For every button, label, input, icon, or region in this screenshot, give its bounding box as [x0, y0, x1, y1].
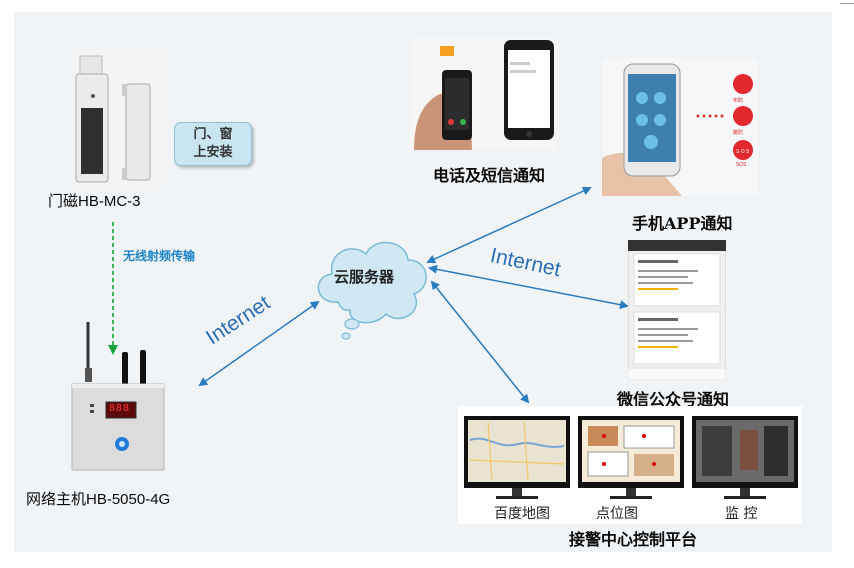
wechat-notice-photo: [627, 239, 727, 381]
alarm-center-label: 接警中心控制平台: [569, 530, 698, 549]
sos-icon: S O S: [736, 149, 750, 155]
install-note-box: 门、窗 上安装: [174, 122, 252, 166]
sos-text-label: SOS: [736, 162, 747, 168]
install-note-line1: 门、窗: [193, 127, 233, 142]
top-rule: [840, 3, 854, 4]
arm-icon: 布防: [733, 98, 744, 104]
app-notice-label: 手机APP通知: [632, 214, 733, 233]
monitor-label-floorplan: 点位图: [596, 506, 638, 522]
host-device-photo: [66, 320, 170, 476]
install-note-line2: 上安装: [193, 145, 233, 160]
cloud-phone-arrow: [426, 186, 592, 264]
monitor-label-map: 百度地图: [494, 506, 550, 522]
wechat-notice-label: 微信公众号通知: [617, 390, 730, 409]
cloud-server-label: 云服务器: [334, 268, 395, 286]
monitor-label-surveillance: 监 控: [725, 506, 758, 522]
cloud-center-arrow: [430, 280, 530, 404]
phone-sms-photo: [410, 38, 556, 150]
alarm-center-photo: [458, 406, 802, 524]
door-sensor-label: 门磁HB-MC-3: [48, 193, 141, 210]
door-sensor-photo: [70, 50, 164, 188]
app-notice-photo: [602, 58, 758, 196]
host-display-digits: 888: [109, 403, 131, 414]
cloud-server-shape: [308, 232, 432, 344]
host-cloud-arrow: [198, 300, 320, 387]
host-device-label: 网络主机HB-5050-4G: [26, 491, 171, 508]
phone-sms-label: 电话及短信通知: [433, 166, 546, 185]
disarm-icon: 撤防: [733, 130, 744, 136]
wireless-label: 无线射频传输: [123, 249, 196, 263]
